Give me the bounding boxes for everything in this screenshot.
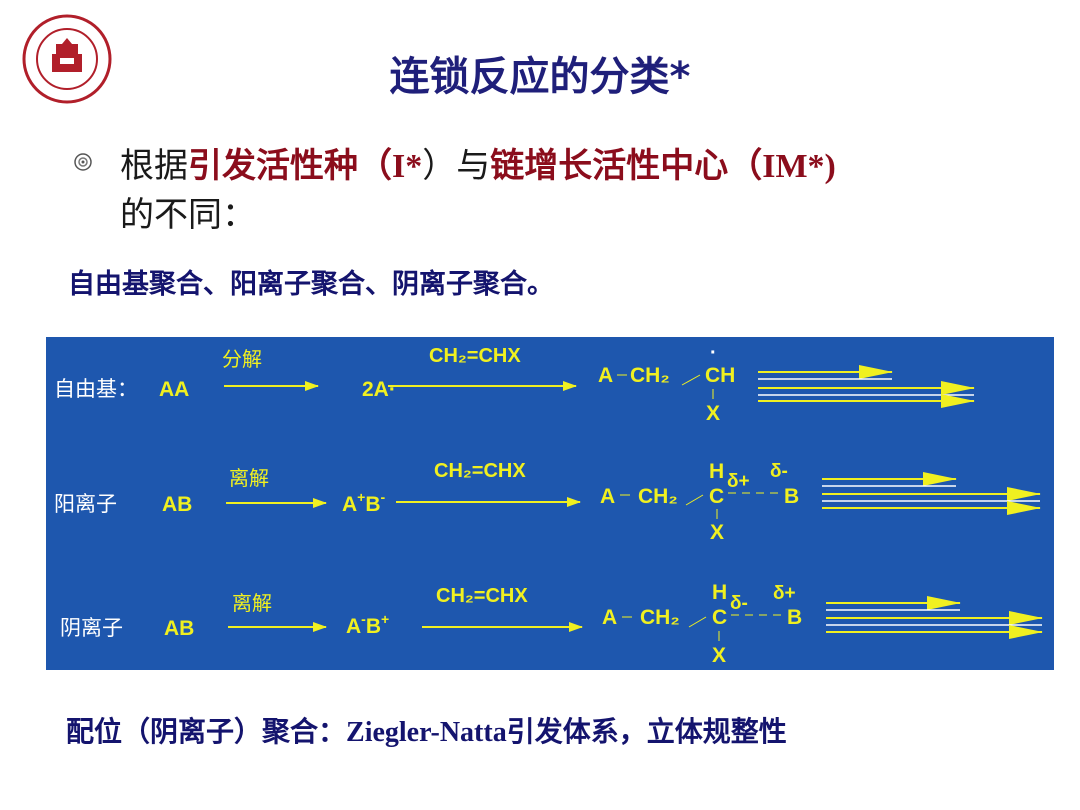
initiator-aa: AA xyxy=(159,378,189,401)
svg-text:A: A xyxy=(600,485,615,508)
svg-text:H: H xyxy=(712,581,727,604)
process-ionize: 离解 xyxy=(229,466,269,490)
active-center-highlight: 链增长活性中心 xyxy=(490,146,729,186)
flower-bullet-icon xyxy=(74,153,92,171)
bullet-text: 根据引发活性种（I*）与链增长活性中心（IM*)的不同： xyxy=(120,146,836,235)
propagation-arrows-cationic xyxy=(822,472,1041,515)
row-label-radical: 自由基： xyxy=(54,377,138,401)
polymerization-types: 自由基聚合、阳离子聚合、阴离子聚合。 xyxy=(68,269,554,300)
svg-text:A+B-: A+B- xyxy=(342,489,386,516)
svg-text:X: X xyxy=(710,521,724,544)
initiator-ab: AB xyxy=(162,493,192,516)
monomer-label: CH₂=CHX xyxy=(429,345,521,367)
svg-text:C: C xyxy=(709,485,724,508)
row-radical: 自由基： AA 分解 2A· CH₂=CHX A CH₂ · CH X xyxy=(54,342,975,425)
svg-text:H: H xyxy=(709,460,724,483)
reaction-scheme-panel: 自由基： AA 分解 2A· CH₂=CHX A CH₂ · CH X xyxy=(46,337,1054,670)
svg-text:A: A xyxy=(598,364,613,387)
svg-text:A: A xyxy=(602,606,617,629)
svg-text:CH₂: CH₂ xyxy=(640,606,680,629)
propagation-arrows-anionic xyxy=(826,596,1043,639)
svg-text:X: X xyxy=(712,644,726,667)
row-cationic: 阳离子 AB 离解 A+B- CH₂=CHX A CH₂ H δ+ C δ- B… xyxy=(54,460,1041,544)
svg-text:AB: AB xyxy=(164,617,194,640)
svg-text:X: X xyxy=(706,402,720,425)
svg-text:B: B xyxy=(787,606,802,629)
propagation-arrows-radical xyxy=(758,365,975,408)
row-label-cationic: 阳离子 xyxy=(54,492,117,516)
slide-title: 连锁反应的分类* xyxy=(389,54,691,100)
row-anionic: 阴离子 AB 离解 A-B+ CH₂=CHX A CH₂ H δ- C δ+ B… xyxy=(60,581,1043,667)
svg-text:CH: CH xyxy=(705,364,735,387)
process-decompose: 分解 xyxy=(222,347,262,371)
svg-text:CH₂: CH₂ xyxy=(638,485,678,508)
svg-text:δ+: δ+ xyxy=(773,583,796,604)
svg-text:CH₂: CH₂ xyxy=(630,364,670,387)
svg-text:B: B xyxy=(784,485,799,508)
active-radical: 2A· xyxy=(362,378,396,401)
delta-charge-c: δ+ xyxy=(727,471,750,492)
delta-charge-b: δ- xyxy=(770,461,788,482)
svg-text:C: C xyxy=(712,606,727,629)
university-seal-icon xyxy=(22,14,112,104)
svg-text:A-B+: A-B+ xyxy=(346,611,389,638)
svg-text:离解: 离解 xyxy=(232,591,272,615)
coordination-polymerization-note: 配位（阴离子）聚合：Ziegler-Natta引发体系，立体规整性 xyxy=(66,715,787,748)
svg-text:CH₂=CHX: CH₂=CHX xyxy=(434,460,526,482)
row-label-anionic: 阴离子 xyxy=(60,616,123,640)
svg-text:δ-: δ- xyxy=(730,593,748,614)
svg-text:CH₂=CHX: CH₂=CHX xyxy=(436,585,528,607)
svg-text:·: · xyxy=(710,342,717,364)
initiator-species-highlight: 引发活性种 xyxy=(188,146,358,186)
